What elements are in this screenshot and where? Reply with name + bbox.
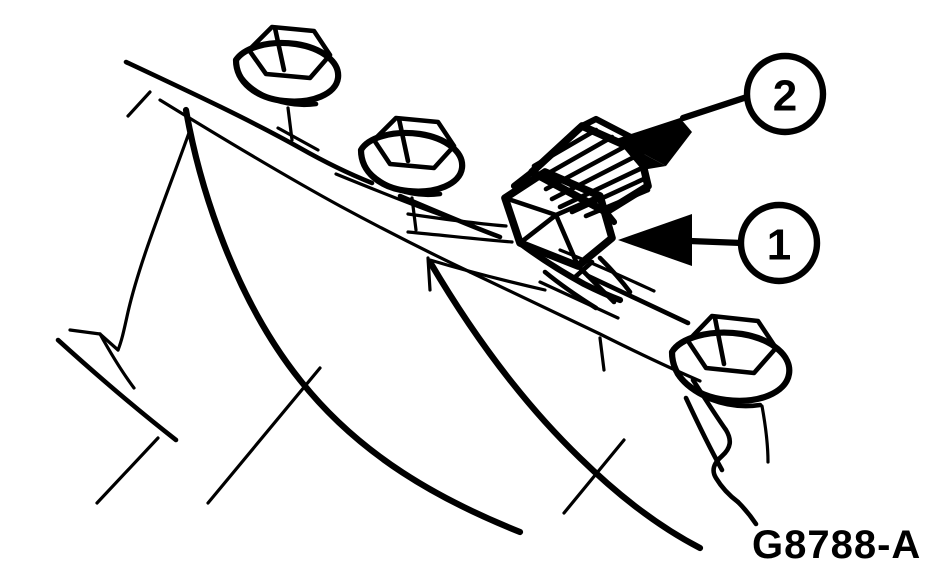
thread-line-3	[549, 153, 639, 202]
housing-tick-a	[426, 256, 432, 292]
bolt-head-3	[668, 313, 793, 473]
bolt3-flange-lip	[674, 371, 763, 409]
housing-step-notch	[690, 377, 741, 505]
callout-2-arrowhead-tail	[616, 139, 666, 170]
bolt2-facet-divider	[396, 116, 411, 164]
thread-base-shoulder-right	[602, 208, 618, 226]
housing-secondary-contour-a	[158, 98, 472, 274]
thread-line-7	[531, 127, 599, 169]
hexnut-boss-tick	[571, 259, 595, 281]
housing-ridge-pointer-upper	[406, 212, 508, 228]
callout-2-circle[interactable]	[743, 52, 827, 136]
bolt1-facet-base	[264, 72, 312, 80]
callout-2-label: 2	[773, 72, 797, 121]
thread-line-2	[543, 143, 629, 192]
callout-1[interactable]: 1	[618, 201, 821, 285]
thread-base-shoulder	[510, 168, 536, 190]
housing-ridge-tick-b	[126, 90, 152, 118]
bolt1-stem	[286, 106, 294, 142]
bolt2-flange-lip	[363, 165, 443, 198]
housing-ridge-tick-a	[276, 126, 320, 152]
bolt-head-1	[232, 24, 342, 142]
housing-top-edge-lower	[585, 273, 691, 326]
bolt3-boss-left	[683, 395, 725, 473]
callout-1-label: 1	[767, 221, 791, 270]
housing-lower-right-curve	[426, 258, 704, 552]
housing-left-rib-branch-c	[98, 332, 136, 390]
bolt-head-2	[357, 115, 466, 232]
housing-body	[55, 59, 759, 552]
hexnut-shoulder-edge	[597, 255, 633, 295]
housing-left-panel-line-b	[206, 366, 322, 505]
thread-line-4	[557, 165, 645, 210]
housing-left-panel-line-a	[95, 436, 160, 505]
callout-1-arrowhead	[618, 214, 692, 266]
threaded-fitting	[510, 115, 652, 226]
thread-line-6	[583, 187, 651, 219]
housing-secondary-contour-b	[468, 270, 702, 383]
bolt3-boss-right	[760, 404, 770, 464]
thread-line-1	[537, 134, 615, 181]
hexnut-facet-vertical	[553, 212, 581, 269]
housing-tick-b	[598, 336, 606, 372]
bolt1-facet-divider	[272, 25, 287, 73]
callout-2-arrowhead	[616, 118, 692, 166]
housing-ridge-pointer-diagonal	[334, 172, 454, 221]
bolt3-facet-base	[704, 366, 756, 375]
housing-ridge-pointer-lower	[406, 230, 514, 244]
callout-1-leader	[686, 237, 746, 247]
housing-front-face-curve	[182, 106, 524, 536]
callout-1-circle[interactable]	[737, 201, 821, 285]
callout-2-leader	[679, 92, 754, 122]
housing-right-panel-line	[562, 438, 626, 515]
housing-ridge-under-hex	[428, 258, 547, 292]
hexnut-facet-left	[502, 195, 559, 218]
housing-top-edge-upper	[123, 59, 375, 186]
bolt2-stem	[410, 196, 418, 232]
figure-code-label: G8788-A	[752, 523, 921, 567]
hexnut-collar-lower	[542, 269, 599, 311]
housing-left-rib-upper	[116, 128, 192, 352]
housing-lower-left-edge	[55, 337, 179, 443]
callout-2[interactable]: 2	[616, 52, 827, 170]
bolt1-flange-lip	[239, 75, 319, 108]
housing-left-rib-branch-b	[68, 328, 102, 336]
bolt2-facet-base	[388, 162, 436, 170]
bolt3-facet-divider	[712, 315, 727, 367]
housing-step-tail	[735, 499, 759, 527]
hex-nut-body	[501, 168, 633, 311]
thread-line-5	[569, 175, 649, 215]
